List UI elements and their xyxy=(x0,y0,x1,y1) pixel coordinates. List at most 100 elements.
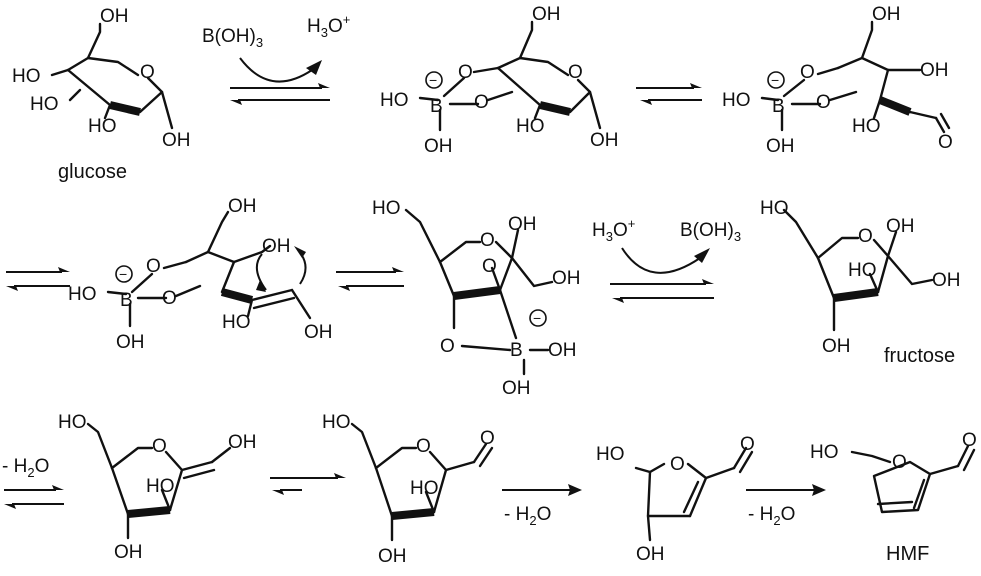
reagent-hydronium-2: H3O+ xyxy=(592,216,635,244)
svg-text:H3O+: H3O+ xyxy=(592,216,635,244)
reagent-boric-acid-1: B(OH)3 xyxy=(202,26,263,50)
oxygen-label: O xyxy=(162,288,177,309)
svg-text:- H2O: - H2O xyxy=(504,504,551,528)
negative-charge-circle xyxy=(767,71,785,89)
oh-label: OH xyxy=(100,6,129,27)
ho-label: HO xyxy=(852,116,881,137)
carbonyl-oxygen-label: O xyxy=(938,132,953,153)
ring-oxygen-label: O xyxy=(140,62,155,83)
oh-label: OH xyxy=(766,136,795,157)
oxygen-label: O xyxy=(146,256,161,277)
ho-label: HO xyxy=(88,116,117,137)
enediol-borate: OH OH O O B − HO OH HO OH xyxy=(68,196,333,353)
oxygen-label: O xyxy=(458,62,473,83)
boron-label: B xyxy=(430,96,443,117)
oh-label: OH xyxy=(162,130,191,151)
ring-oxygen-label: O xyxy=(152,436,167,457)
ho-label: HO xyxy=(722,90,751,111)
borate-glucose-complex: OH O O O B − HO OH HO OH xyxy=(380,4,619,157)
negative-charge-circle xyxy=(425,71,443,89)
ho-label: HO xyxy=(58,412,87,433)
oh-label: OH xyxy=(116,332,145,353)
ho-label: HO xyxy=(516,116,545,137)
carbonyl-oxygen-label: O xyxy=(480,428,495,449)
oh-label: OH xyxy=(304,322,333,343)
oh-label: OH xyxy=(424,136,453,157)
fructose-molecule: HO O OH HO OH OH fructose xyxy=(760,198,961,367)
svg-text:B(OH)3: B(OH)3 xyxy=(202,26,263,50)
oh-label: OH xyxy=(262,236,291,257)
boron-label: B xyxy=(510,340,523,361)
glucose-caption: glucose xyxy=(58,161,127,183)
minus-sign: − xyxy=(429,72,437,88)
oh-label: OH xyxy=(532,4,561,25)
svg-text:B(OH)3: B(OH)3 xyxy=(680,220,741,244)
dihydrofuran-intermediate: HO O O OH xyxy=(596,434,755,565)
dehydration-label-3: - H2O xyxy=(748,504,795,528)
oxygen-label: O xyxy=(440,336,455,357)
enol-furanose: HO O OH HO OH xyxy=(58,412,257,563)
oxygen-label: O xyxy=(816,92,831,113)
negative-charge-circle xyxy=(529,309,547,327)
ho-label: HO xyxy=(810,442,839,463)
oh-label: OH xyxy=(886,216,915,237)
oh-label: OH xyxy=(552,268,581,289)
reagent-boric-acid-2: B(OH)3 xyxy=(680,220,741,244)
oh-label: OH xyxy=(114,542,143,563)
oh-label: OH xyxy=(228,196,257,217)
ring-oxygen-label: O xyxy=(892,452,907,473)
ho-label: HO xyxy=(596,444,625,465)
oxygen-label: O xyxy=(800,62,815,83)
arrowhead xyxy=(306,60,322,75)
ho-label: HO xyxy=(12,66,41,87)
oh-label: OH xyxy=(636,544,665,565)
ho-label: HO xyxy=(380,90,409,111)
svg-text:- H2O: - H2O xyxy=(2,456,49,480)
bridging-oxygen-label: O xyxy=(482,256,497,277)
negative-charge-circle xyxy=(115,265,133,283)
boron-label: B xyxy=(120,290,133,311)
ho-label: HO xyxy=(760,198,789,219)
svg-text:- H2O: - H2O xyxy=(748,504,795,528)
oh-label: OH xyxy=(508,214,537,235)
ho-label: HO xyxy=(372,198,401,219)
oh-label: OH xyxy=(378,546,407,567)
svg-text:H3O+: H3O+ xyxy=(307,12,350,40)
oh-label: OH xyxy=(502,378,531,399)
hmf-molecule: HO O O HMF xyxy=(810,430,977,565)
ho-label: HO xyxy=(30,94,59,115)
dehydration-label-2: - H2O xyxy=(504,504,551,528)
hmf-caption: HMF xyxy=(886,543,929,565)
curved-arrow xyxy=(239,57,313,83)
dehydration-label-1: - H2O xyxy=(2,456,49,480)
ho-label: HO xyxy=(146,476,175,497)
oh-label: OH xyxy=(920,60,949,81)
ring-oxygen-label: O xyxy=(416,436,431,457)
carbonyl-oxygen-label: O xyxy=(962,430,977,451)
open-chain-borate: OH OH O O O B − HO OH HO xyxy=(722,4,953,157)
ho-label: HO xyxy=(848,260,877,281)
carbonyl-oxygen-label: O xyxy=(740,434,755,455)
oh-label: OH xyxy=(228,432,257,453)
ho-label: HO xyxy=(68,284,97,305)
oh-label: OH xyxy=(932,270,961,291)
fructose-caption: fructose xyxy=(884,345,955,367)
ring-oxygen-label: O xyxy=(858,226,873,247)
furanose-borate: HO O OH O OH O B − OH OH xyxy=(372,198,581,399)
oh-label: OH xyxy=(590,130,619,151)
glucose-molecule: OH O HO HO HO OH glucose xyxy=(12,6,191,183)
ring-oxygen-label: O xyxy=(480,230,495,251)
oh-label: OH xyxy=(548,340,577,361)
boron-label: B xyxy=(772,96,785,117)
ho-label: HO xyxy=(222,312,251,333)
oxygen-label: O xyxy=(474,92,489,113)
aldehyde-furanose: HO O O HO OH xyxy=(322,412,495,567)
oh-label: OH xyxy=(872,4,901,25)
oh-label: OH xyxy=(822,336,851,357)
minus-sign: − xyxy=(533,310,541,326)
minus-sign: − xyxy=(771,72,779,88)
ring-oxygen-label: O xyxy=(670,454,685,475)
ring-oxygen-label: O xyxy=(568,62,583,83)
ho-label: HO xyxy=(410,478,439,499)
